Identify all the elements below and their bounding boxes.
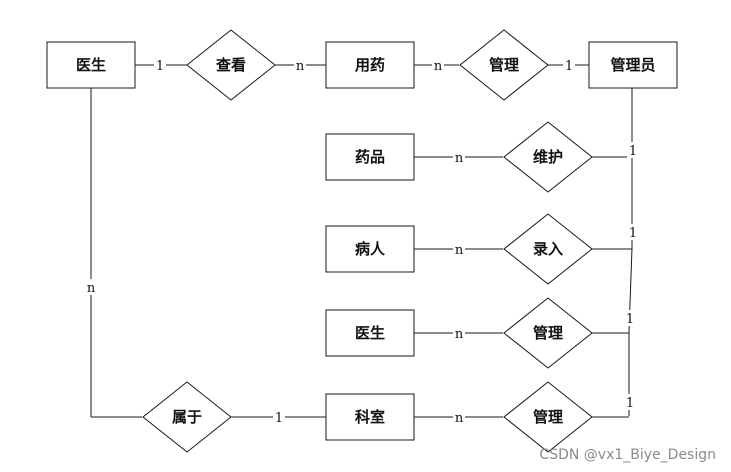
- entity-label: 用药: [355, 56, 385, 74]
- relation-enter: 录入: [503, 213, 593, 285]
- cardinality-department-manage: n: [455, 411, 464, 426]
- cardinality-labels: 1 n n 1 n 1 n 1 n 1 n 1 n 1: [85, 57, 639, 426]
- relation-label: 录入: [533, 240, 563, 258]
- relation-view: 查看: [186, 29, 276, 101]
- entity-department: 科室: [325, 393, 415, 441]
- cardinality-maintain-admin: 1: [629, 144, 637, 159]
- cardinality-doctor-manage: n: [455, 327, 464, 342]
- relation-label: 管理: [489, 56, 519, 74]
- cardinality-manage-department-admin: 1: [626, 396, 634, 411]
- cardinality-patient-enter: n: [455, 243, 464, 258]
- relation-label: 维护: [533, 148, 563, 166]
- relation-manage-doctor: 管理: [503, 297, 593, 369]
- entity-drug: 药品: [325, 133, 415, 181]
- entity-label: 医生: [76, 56, 106, 74]
- entity-doctor-mid: 医生: [325, 309, 415, 357]
- cardinality-view-medication: n: [296, 59, 305, 74]
- entity-medication: 用药: [325, 41, 415, 89]
- cardinality-manage-doctor-admin: 1: [626, 312, 634, 327]
- relation-label: 查看: [216, 56, 246, 74]
- entity-label: 管理员: [610, 56, 655, 74]
- cardinality-medication-manage: n: [434, 59, 443, 74]
- relation-label: 属于: [172, 408, 202, 426]
- relation-belongs-to: 属于: [142, 381, 232, 453]
- cardinality-drug-maintain: n: [455, 151, 464, 166]
- cardinality-enter-admin: 1: [629, 226, 637, 241]
- relation-manage-medication: 管理: [459, 29, 549, 101]
- relation-maintain: 维护: [503, 121, 593, 193]
- relation-label: 管理: [533, 324, 563, 342]
- watermark: CSDN @vx1_Biye_Design: [539, 447, 716, 463]
- entity-label: 科室: [355, 408, 385, 426]
- cardinality-manage-admin: 1: [565, 59, 573, 74]
- entity-patient: 病人: [325, 225, 415, 273]
- relation-manage-department: 管理: [503, 381, 593, 453]
- entity-label: 医生: [355, 324, 385, 342]
- entity-label: 病人: [355, 240, 386, 258]
- relation-label: 管理: [533, 408, 563, 426]
- entity-doctor-top: 医生: [46, 41, 136, 89]
- entity-label: 药品: [355, 148, 385, 166]
- cardinality-doctor-view: 1: [156, 59, 164, 74]
- cardinality-belongs-department: 1: [275, 411, 283, 426]
- entity-administrator: 管理员: [588, 41, 678, 89]
- cardinality-doctor-belongs: n: [87, 281, 96, 296]
